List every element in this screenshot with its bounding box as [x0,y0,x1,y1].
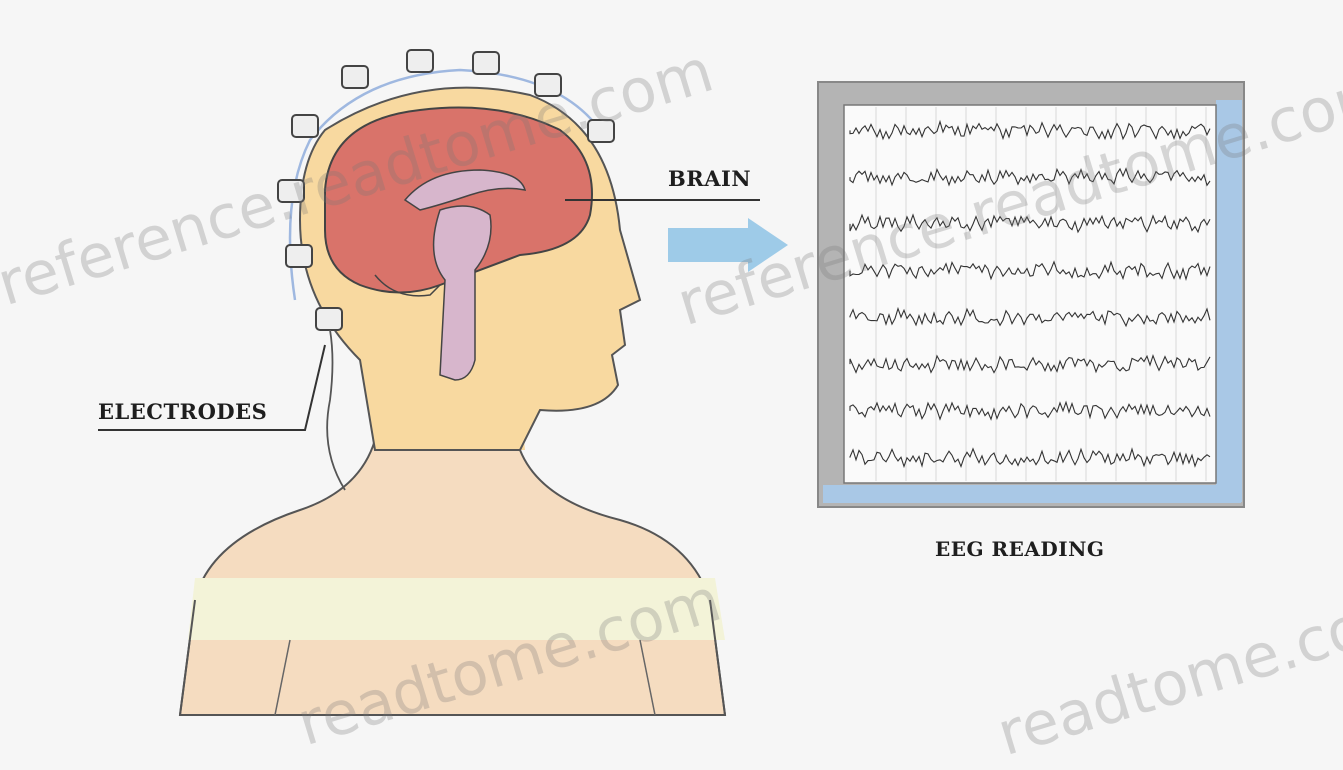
electrode-icon [278,180,304,202]
electrode-icon [342,66,368,88]
brain-label: BRAIN [668,166,751,191]
eeg-monitor [818,82,1244,507]
electrode-icon [316,308,342,330]
electrodes-label: ELECTRODES [98,399,267,424]
electrode-icon [588,120,614,142]
electrode-icon [535,74,561,96]
eeg-reading-label: EEG READING [935,537,1104,561]
electrode-cable [327,330,345,490]
electrode-icon [286,245,312,267]
arrow-right-icon [668,218,788,272]
electrode-icon [292,115,318,137]
electrode-icon [407,50,433,72]
electrode-icon [473,52,499,74]
